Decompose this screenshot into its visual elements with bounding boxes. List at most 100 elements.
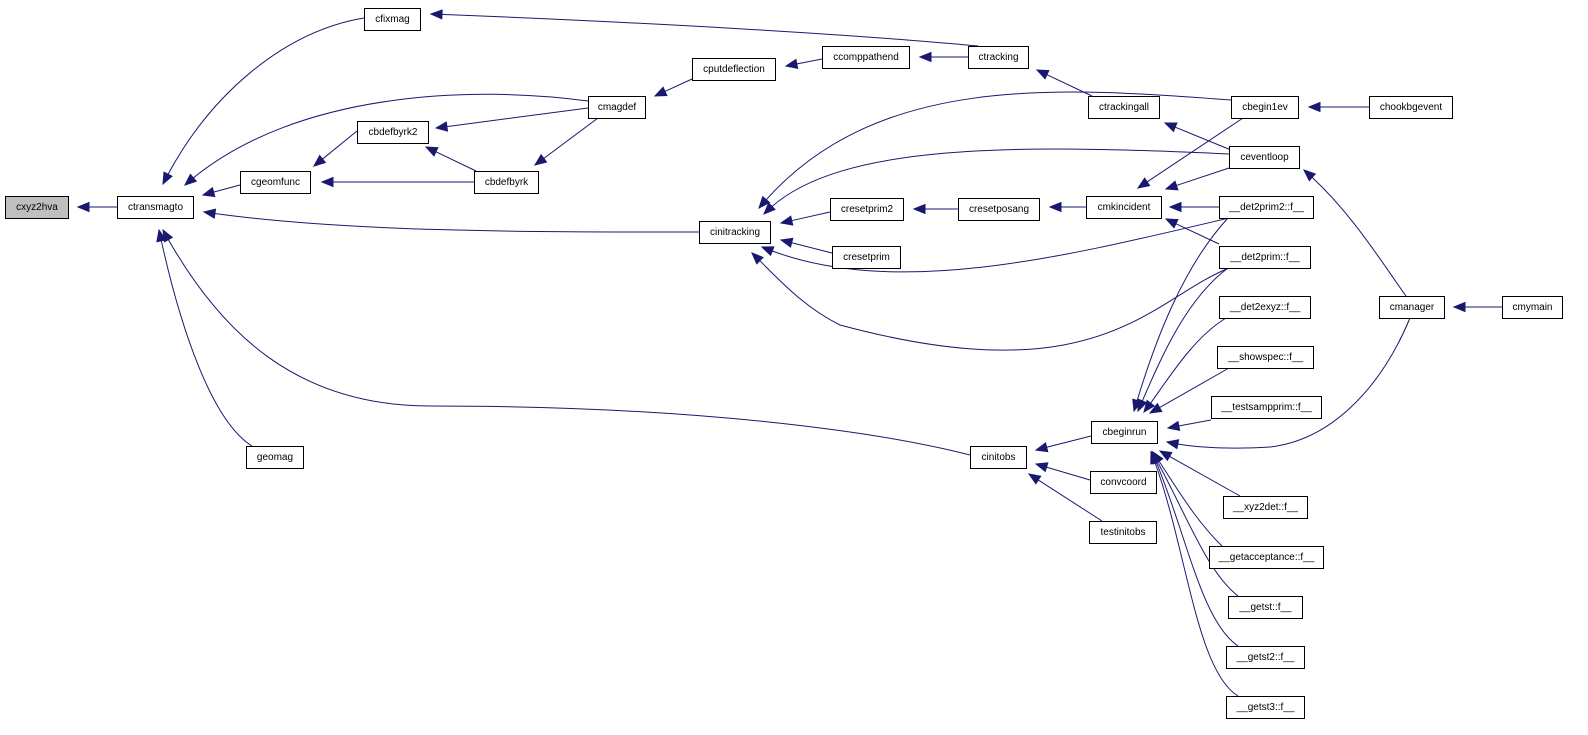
node-box[interactable] bbox=[1228, 596, 1303, 619]
node-box[interactable] bbox=[246, 446, 304, 469]
edge-cinitracking-to-ctransmagto bbox=[202, 208, 700, 233]
node-box[interactable] bbox=[1090, 471, 1157, 494]
node-getacceptance[interactable]: __getacceptance::f__ bbox=[1209, 546, 1324, 569]
edge-det2exyz-to-cbeginrun bbox=[1143, 317, 1227, 414]
edge-ceventloop-to-ctrackingall bbox=[1163, 122, 1232, 151]
node-box[interactable] bbox=[240, 171, 311, 194]
node-box[interactable] bbox=[1229, 146, 1300, 169]
node-label: __testsampprim::f__ bbox=[1220, 402, 1312, 413]
node-cmagdef[interactable]: cmagdef bbox=[588, 96, 646, 119]
node-getst3[interactable]: __getst3::f__ bbox=[1226, 696, 1305, 719]
arrowhead-icon bbox=[1143, 399, 1156, 414]
edge-line bbox=[158, 229, 253, 447]
node-convcoord[interactable]: convcoord bbox=[1090, 471, 1157, 494]
node-cbeginrun[interactable]: cbeginrun bbox=[1091, 421, 1158, 444]
node-cresetposang[interactable]: cresetposang bbox=[958, 198, 1040, 221]
node-cgeomfunc[interactable]: cgeomfunc bbox=[240, 171, 311, 194]
node-box[interactable] bbox=[1211, 396, 1322, 419]
node-box[interactable] bbox=[1226, 646, 1305, 669]
node-box[interactable] bbox=[822, 46, 910, 69]
node-box[interactable] bbox=[1369, 96, 1453, 119]
node-label: __det2prim::f__ bbox=[1229, 252, 1300, 263]
node-det2prim[interactable]: __det2prim::f__ bbox=[1219, 246, 1311, 269]
node-box[interactable] bbox=[588, 96, 646, 119]
node-box[interactable] bbox=[830, 198, 904, 221]
arrowhead-icon bbox=[1034, 462, 1049, 473]
edge-showspec-to-cbeginrun bbox=[1148, 367, 1230, 414]
edge-line bbox=[1150, 451, 1239, 697]
node-box[interactable] bbox=[832, 246, 901, 269]
node-cmymain[interactable]: cmymain bbox=[1502, 296, 1563, 319]
node-box[interactable] bbox=[1088, 96, 1160, 119]
node-box[interactable] bbox=[699, 221, 771, 244]
node-box[interactable] bbox=[364, 8, 421, 31]
node-ceventloop[interactable]: ceventloop bbox=[1229, 146, 1300, 169]
edge-geomag-to-ctransmagto bbox=[156, 228, 253, 447]
edge-cmagdef-to-ctransmagto bbox=[184, 93, 589, 186]
node-getst2[interactable]: __getst2::f__ bbox=[1226, 646, 1305, 669]
arrowhead-icon bbox=[918, 51, 932, 63]
node-box[interactable] bbox=[1091, 421, 1158, 444]
node-label: cxyz2hva bbox=[16, 202, 58, 213]
arrowhead-icon bbox=[1307, 101, 1321, 113]
node-box[interactable] bbox=[970, 446, 1027, 469]
node-box[interactable] bbox=[1231, 96, 1299, 119]
edge-line bbox=[202, 184, 241, 196]
node-ctrackingall[interactable]: ctrackingall bbox=[1088, 96, 1160, 119]
node-box[interactable] bbox=[968, 46, 1029, 69]
node-showspec[interactable]: __showspec::f__ bbox=[1217, 346, 1314, 369]
node-cmkincident[interactable]: cmkincident bbox=[1086, 196, 1162, 219]
node-label: cgeomfunc bbox=[251, 177, 300, 188]
edge-line bbox=[1152, 451, 1223, 547]
arrowhead-icon bbox=[1158, 450, 1173, 462]
node-box[interactable] bbox=[357, 121, 429, 144]
node-box[interactable] bbox=[1223, 496, 1308, 519]
node-testsampprim[interactable]: __testsampprim::f__ bbox=[1211, 396, 1322, 419]
node-box[interactable] bbox=[1379, 296, 1445, 319]
edge-ctransmagto-to-cxyz2hva bbox=[76, 201, 117, 213]
node-ctransmagto[interactable]: ctransmagto bbox=[117, 196, 194, 219]
node-box[interactable] bbox=[1219, 196, 1314, 219]
node-box[interactable] bbox=[1502, 296, 1563, 319]
node-box[interactable] bbox=[958, 198, 1040, 221]
node-label: cinitracking bbox=[710, 227, 760, 238]
node-geomag[interactable]: geomag bbox=[246, 446, 304, 469]
node-cresetprim2[interactable]: cresetprim2 bbox=[830, 198, 904, 221]
node-ccomppathend[interactable]: ccomppathend bbox=[822, 46, 910, 69]
edge-line bbox=[1151, 451, 1239, 597]
node-box[interactable] bbox=[474, 171, 539, 194]
node-ctracking[interactable]: ctracking bbox=[968, 46, 1029, 69]
node-det2exyz[interactable]: __det2exyz::f__ bbox=[1219, 296, 1311, 319]
node-box[interactable] bbox=[1217, 346, 1314, 369]
node-det2prim2[interactable]: __det2prim2::f__ bbox=[1219, 196, 1314, 219]
node-box[interactable] bbox=[5, 196, 69, 219]
node-chookbgevent[interactable]: chookbgevent bbox=[1369, 96, 1453, 119]
node-cbdefbyrk[interactable]: cbdefbyrk bbox=[474, 171, 539, 194]
node-cbdefbyrk2[interactable]: cbdefbyrk2 bbox=[357, 121, 429, 144]
node-cbegin1ev[interactable]: cbegin1ev bbox=[1231, 96, 1299, 119]
node-getst[interactable]: __getst::f__ bbox=[1228, 596, 1303, 619]
node-label: ctrackingall bbox=[1099, 102, 1149, 113]
node-cinitobs[interactable]: cinitobs bbox=[970, 446, 1027, 469]
node-cmanager[interactable]: cmanager bbox=[1379, 296, 1445, 319]
node-cputdeflection[interactable]: cputdeflection bbox=[692, 58, 776, 81]
edge-cmymain-to-cmanager bbox=[1452, 301, 1502, 313]
node-box[interactable] bbox=[1089, 521, 1157, 544]
arrowhead-icon bbox=[1452, 301, 1466, 313]
node-box[interactable] bbox=[1086, 196, 1162, 219]
node-box[interactable] bbox=[117, 196, 194, 219]
node-label: cfixmag bbox=[375, 14, 409, 25]
node-xyz2det[interactable]: __xyz2det::f__ bbox=[1223, 496, 1308, 519]
nodes-layer: cxyz2hva ctransmagto cfixmag cgeomfunc cbdef… bbox=[5, 8, 1563, 719]
node-cinitracking[interactable]: cinitracking bbox=[699, 221, 771, 244]
node-box[interactable] bbox=[1209, 546, 1324, 569]
node-cxyz2hva[interactable]: cxyz2hva bbox=[5, 196, 69, 219]
arrowhead-icon bbox=[763, 202, 776, 215]
node-testinitobs[interactable]: testinitobs bbox=[1089, 521, 1157, 544]
node-box[interactable] bbox=[1219, 246, 1311, 269]
node-box[interactable] bbox=[1219, 296, 1311, 319]
node-cfixmag[interactable]: cfixmag bbox=[364, 8, 421, 31]
node-box[interactable] bbox=[1226, 696, 1305, 719]
node-cresetprim[interactable]: cresetprim bbox=[832, 246, 901, 269]
node-box[interactable] bbox=[692, 58, 776, 81]
